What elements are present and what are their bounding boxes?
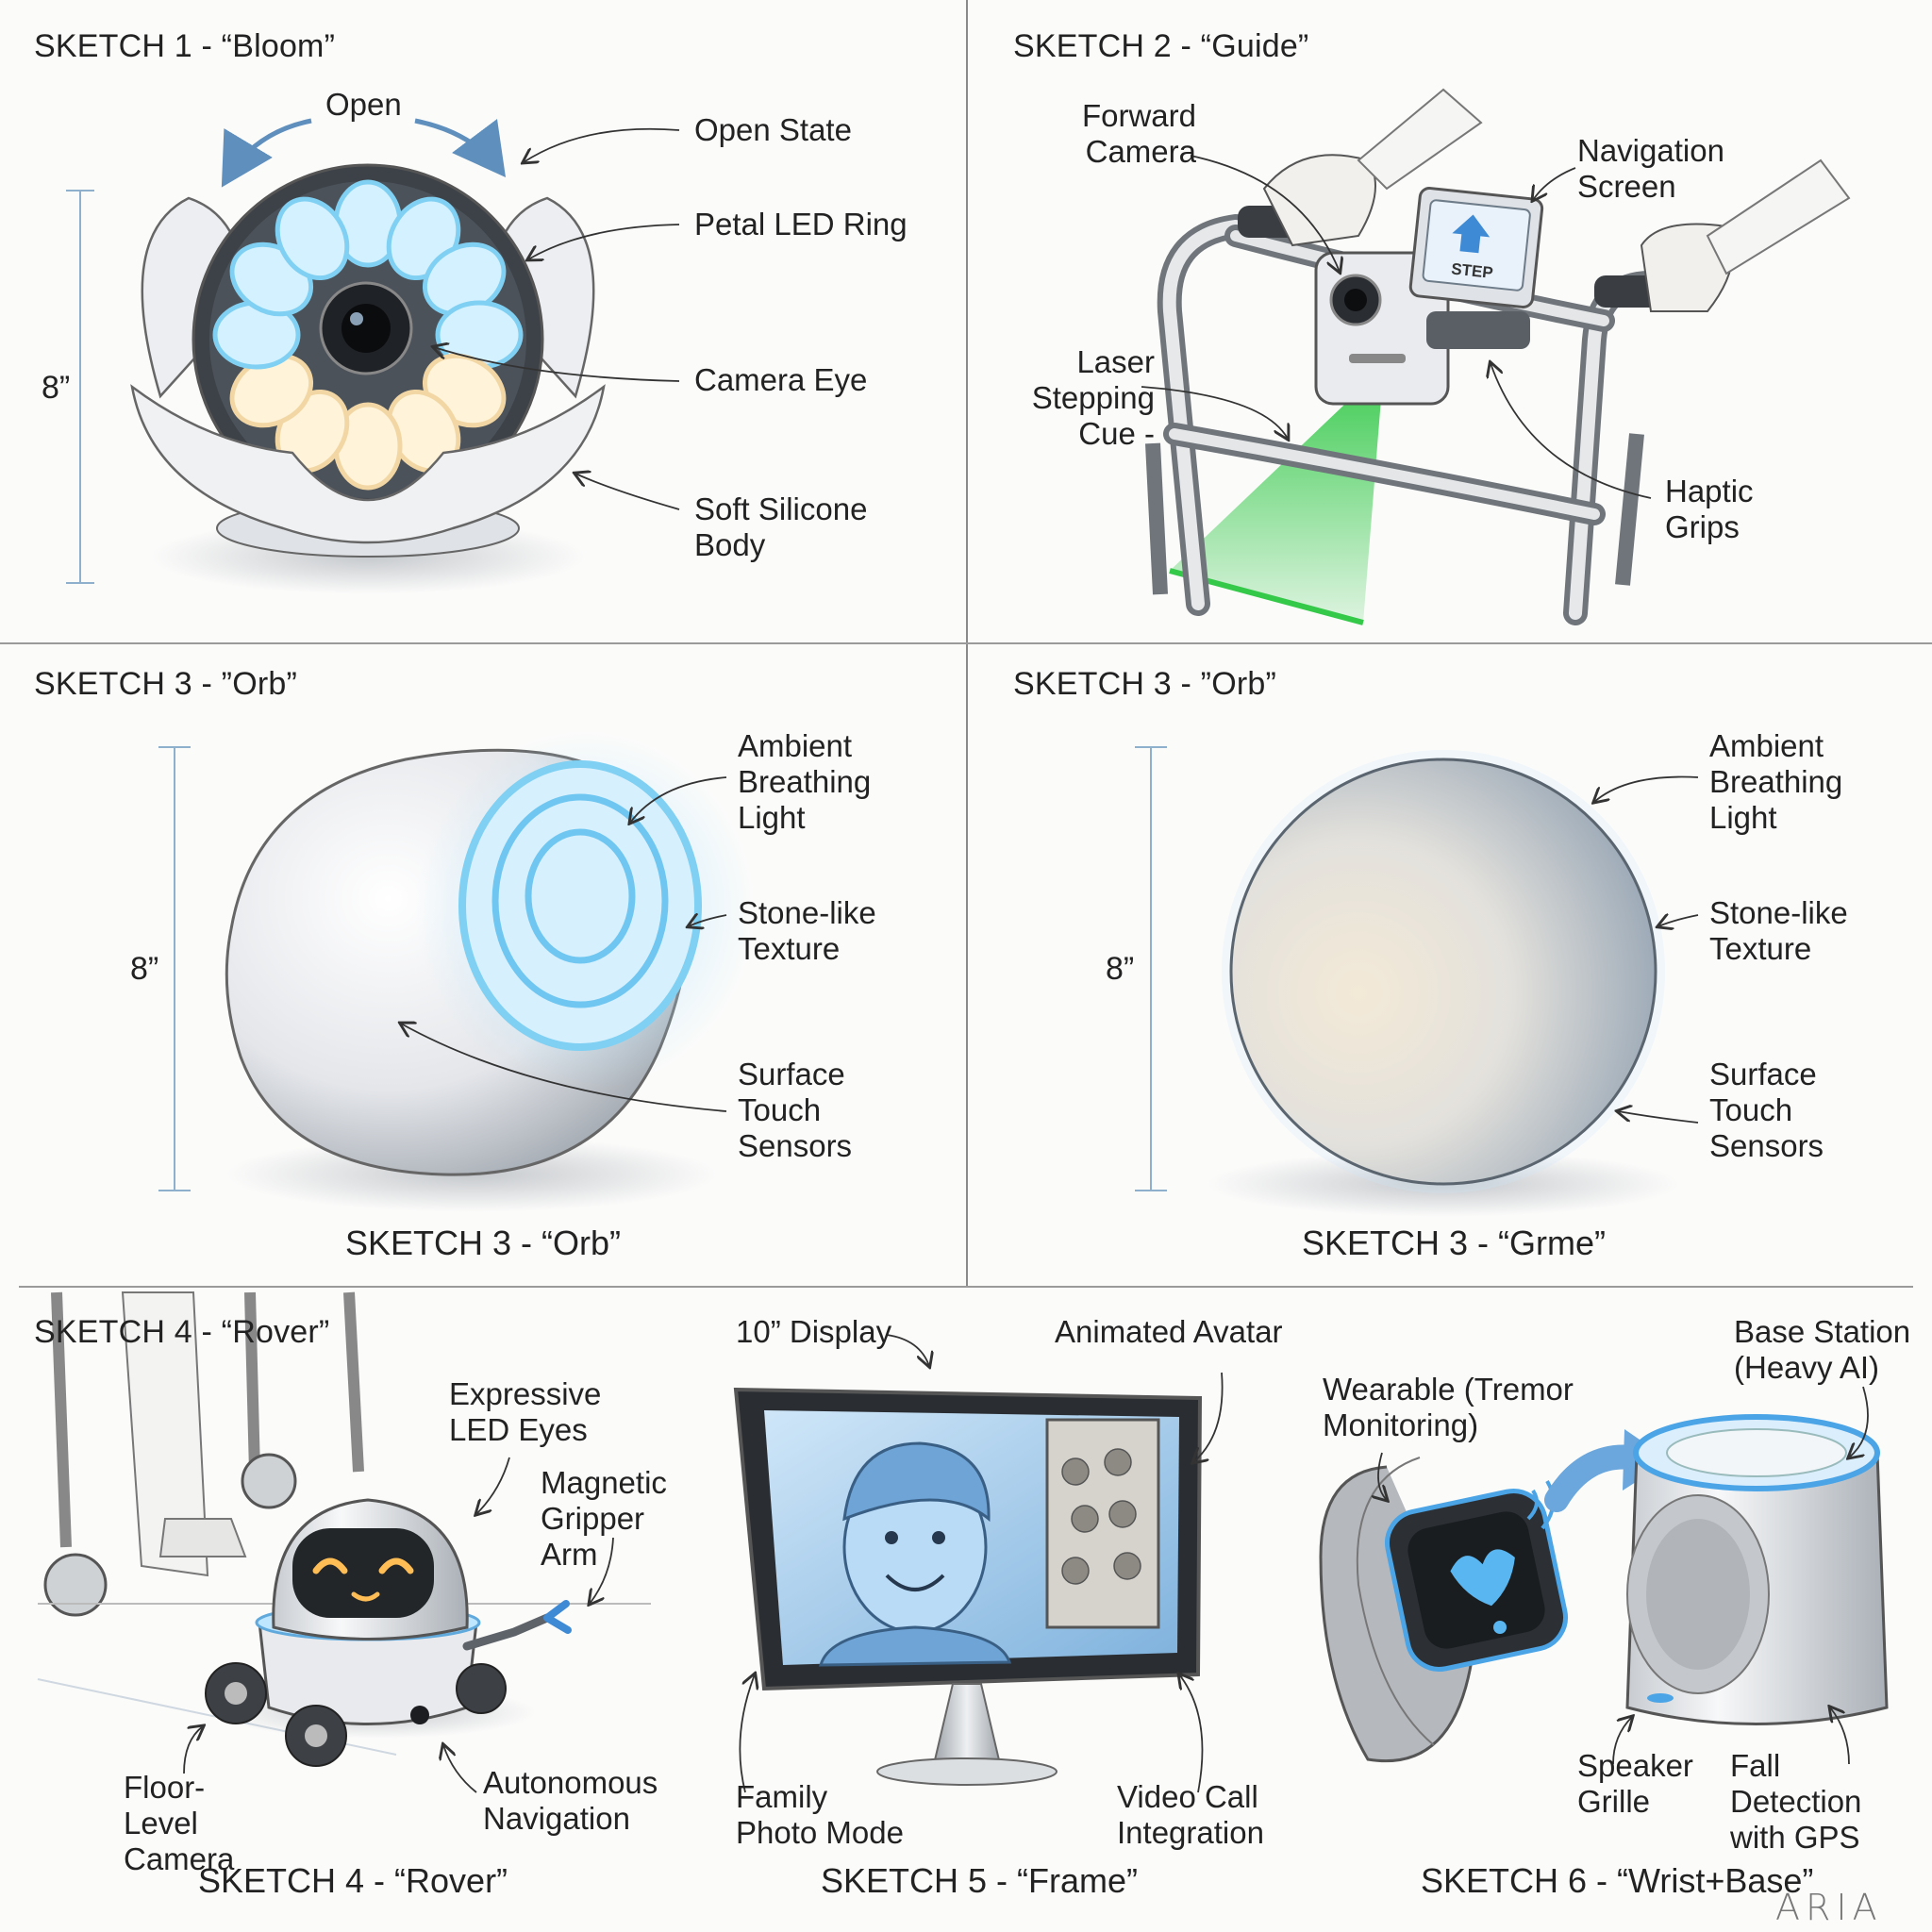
label-stone-like-texture: Stone-like Texture (738, 895, 876, 966)
sphere-leaders (1594, 775, 1699, 1124)
bloom-dimension: 8” (42, 370, 71, 406)
label-fall-detection: Fall Detection with GPS (1730, 1748, 1862, 1855)
orb-dimension: 8” (130, 951, 159, 987)
wrist-base-leaders (1378, 1386, 1869, 1765)
label-camera-eye: Camera Eye (694, 362, 868, 397)
wrist-base-caption: SKETCH 6 - “Wrist+Base” (1421, 1861, 1814, 1900)
guide-walker: STEP (1145, 88, 1851, 625)
label-expressive-led-eyes: Expressive LED Eyes (449, 1376, 602, 1447)
aria-logo: ARIA (1775, 1887, 1883, 1928)
label-soft-silicone-body: Soft Silicone Body (694, 491, 868, 562)
panel-2-title: SKETCH 2 - “Guide” (1013, 28, 1309, 64)
orb-leaders (401, 776, 727, 1112)
label-speaker-grille: Speaker Grille (1577, 1748, 1693, 1819)
panel-4-title: SKETCH 3 - ”Orb” (1013, 666, 1277, 702)
label-family-photo-mode: Family Photo Mode (736, 1779, 904, 1850)
label-haptic-grips: Haptic Grips (1665, 474, 1754, 544)
open-label: Open (325, 87, 402, 122)
wrist-base-device (1319, 1414, 1889, 1763)
sphere-device (1135, 746, 1679, 1217)
label-10-display: 10” Display (736, 1314, 892, 1349)
label-surface-touch-sensors: Surface Touch Sensors (738, 1057, 853, 1163)
rover-device (37, 1291, 651, 1767)
label-ambient-breathing-light-2: Ambient Breathing Light (1709, 728, 1843, 835)
bloom-leaders (434, 127, 680, 510)
frame-leaders (739, 1334, 1224, 1793)
bloom-device (66, 118, 606, 594)
label-forward-camera: Forward Camera (1081, 98, 1196, 169)
panel-1-title: SKETCH 1 - “Bloom” (34, 28, 336, 64)
sphere-dimension: 8” (1106, 951, 1135, 987)
orb-device (158, 731, 755, 1212)
rover-caption: SKETCH 4 - “Rover” (198, 1861, 508, 1900)
rover-leaders (183, 1457, 614, 1793)
label-video-call-integration: Video Call Integration (1117, 1779, 1264, 1850)
panel-5-title: SKETCH 4 - “Rover” (34, 1314, 330, 1350)
label-animated-avatar: Animated Avatar (1055, 1314, 1283, 1349)
divider-horizontal-1 (0, 642, 1932, 644)
label-open-state: Open State (694, 112, 852, 147)
divider-horizontal-2 (19, 1286, 1913, 1288)
grme-caption: SKETCH 3 - “Grme” (1302, 1224, 1607, 1262)
frame-caption: SKETCH 5 - “Frame” (821, 1861, 1139, 1900)
screen-step-text: STEP (1450, 259, 1493, 282)
label-navigation-screen: Navigation Screen (1577, 133, 1724, 204)
label-laser-stepping-cue: Laser Stepping Cue - (1031, 344, 1155, 451)
label-wearable: Wearable (Tremor Monitoring) (1323, 1372, 1574, 1442)
guide-leaders (1141, 155, 1652, 499)
label-stone-like-texture-2: Stone-like Texture (1709, 895, 1848, 966)
petal-led (275, 196, 350, 281)
orb-caption: SKETCH 3 - “Orb” (345, 1224, 622, 1262)
label-surface-touch-sensors-2: Surface Touch Sensors (1709, 1057, 1824, 1163)
label-base-station: Base Station (Heavy AI) (1734, 1314, 1911, 1385)
label-ambient-breathing-light: Ambient Breathing Light (738, 728, 872, 835)
panel-3-title: SKETCH 3 - ”Orb” (34, 666, 298, 702)
label-magnetic-gripper-arm: Magnetic Gripper Arm (541, 1465, 667, 1572)
frame-device (733, 1387, 1203, 1786)
label-floor-level-camera: Floor-Level Camera (124, 1770, 235, 1876)
label-autonomous-navigation: Autonomous Navigation (483, 1765, 658, 1836)
label-petal-led-ring: Petal LED Ring (694, 207, 908, 242)
